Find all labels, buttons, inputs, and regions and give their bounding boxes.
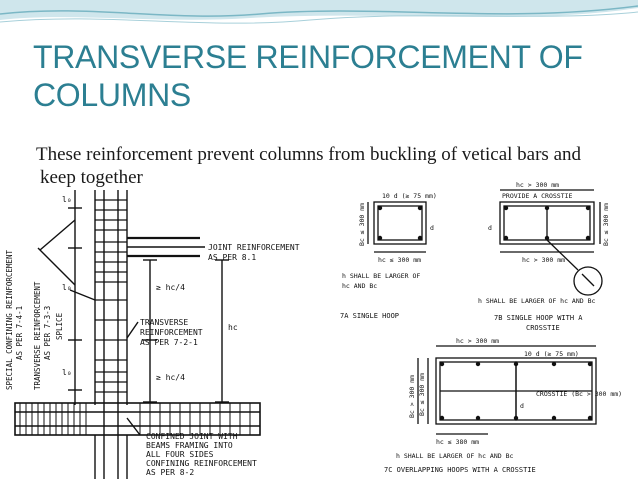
transverse-line3: AS PER 7-2-1 xyxy=(140,338,198,347)
ledger-as-per-733: AS PER 7-3-3 xyxy=(43,306,52,360)
crosstie-label: CROSSTIE (B⁣c > 300 mm) xyxy=(536,390,622,398)
slide-title: TRANSVERSE REINFORCEMENT OF COLUMNS xyxy=(33,39,583,113)
d-label-b: d xyxy=(488,224,492,232)
ledger-splice: SPLICE xyxy=(55,312,64,340)
bc-label-7b: B⁣c ≤ 300 mm xyxy=(602,203,610,246)
caption-7a: 7A SINGLE HOOP xyxy=(340,312,399,320)
column-elevation-drawing: l₀ l₀ l₀ SPECIAL CONFINING REINFORCEMENT… xyxy=(5,190,300,479)
shall-larger-line2: h⁣c AND B⁣c xyxy=(342,282,377,290)
shall-larger-7b: h SHALL BE LARGER OF h⁣c AND B⁣c xyxy=(478,297,595,305)
ledger-as-per-741: AS PER 7-4-1 xyxy=(15,306,24,360)
confined-line4: CONFINING REINFORCEMENT xyxy=(146,459,257,468)
bc-label-7c-outer: B⁣c > 300 mm xyxy=(408,375,416,418)
shall-larger-line1: h SHALL BE LARGER OF xyxy=(342,272,420,280)
provide-crosstie-label: PROVIDE A CROSSTIE xyxy=(502,192,573,200)
joint-reinforcement-line1: JOINT REINFORCEMENT xyxy=(208,243,300,252)
slide-body-text: These reinforcement prevent columns from… xyxy=(36,144,581,188)
confined-line5: AS PER 8-2 xyxy=(146,468,194,477)
column-elevation-figure: l₀ l₀ l₀ SPECIAL CONFINING REINFORCEMENT… xyxy=(0,190,338,479)
transverse-line2: REINFORCEMENT xyxy=(140,328,203,337)
hoop-sections-figure: h⁣c > 300 mm PROVIDE A CROSSTIE 10 d (≥ … xyxy=(338,178,638,479)
transverse-line1: TRANSVERSE xyxy=(140,318,188,327)
joint-reinforcement-line2: AS PER 8.1 xyxy=(208,253,256,262)
confined-line3: ALL FOUR SIDES xyxy=(146,450,214,459)
hc-quarter-label-1: ≥ h⁣c/4 xyxy=(156,283,185,292)
header-wave-decoration xyxy=(0,0,638,24)
caption-7c: 7C OVERLAPPING HOOPS WITH A CROSSTIE xyxy=(384,466,536,474)
caption-7b-line2: CROSSTIE xyxy=(526,324,560,332)
ledger-special-confining: SPECIAL CONFINING REINFORCEMENT xyxy=(5,250,14,390)
top-dim-7c: h⁣c > 300 mm xyxy=(456,337,499,345)
confined-line2: BEAMS FRAMING INTO xyxy=(146,441,233,450)
bc-label-7c-inner: B⁣c ≤ 300 mm xyxy=(418,373,426,416)
hoop-sections-drawing: h⁣c > 300 mm PROVIDE A CROSSTIE 10 d (≥ … xyxy=(340,181,622,474)
lo-label-3: l₀ xyxy=(62,368,72,377)
top-dim-7b: h⁣c > 300 mm xyxy=(516,181,559,189)
hc-label: h⁣c xyxy=(228,323,238,332)
d-label-c: d xyxy=(520,402,524,410)
d-label-a: d xyxy=(430,224,434,232)
hc-label-7a: h⁣c ≤ 300 mm xyxy=(378,256,421,264)
ten-d-label-b: 10 d (≥ 75 mm) xyxy=(524,350,579,358)
bc-label-7a: B⁣c ≤ 300 mm xyxy=(358,203,366,246)
ledger-transverse: TRANSVERSE REINFORCEMENT xyxy=(33,281,42,390)
shall-larger-7c: h SHALL BE LARGER OF h⁣c AND B⁣c xyxy=(396,452,513,460)
confined-line1: CONFINED JOINT WITH xyxy=(146,432,238,441)
ten-d-label-a: 10 d (≥ 75 mm) xyxy=(382,192,437,200)
hc-label-7b: h⁣c > 300 mm xyxy=(522,256,565,264)
lo-label-2: l₀ xyxy=(62,283,72,292)
hc-label-7c: h⁣c ≤ 380 mm xyxy=(436,438,479,446)
lo-label-1: l₀ xyxy=(62,195,72,204)
hc-quarter-label-2: ≥ h⁣c/4 xyxy=(156,373,185,382)
caption-7b-line1: 7B SINGLE HOOP WITH A xyxy=(494,314,583,322)
